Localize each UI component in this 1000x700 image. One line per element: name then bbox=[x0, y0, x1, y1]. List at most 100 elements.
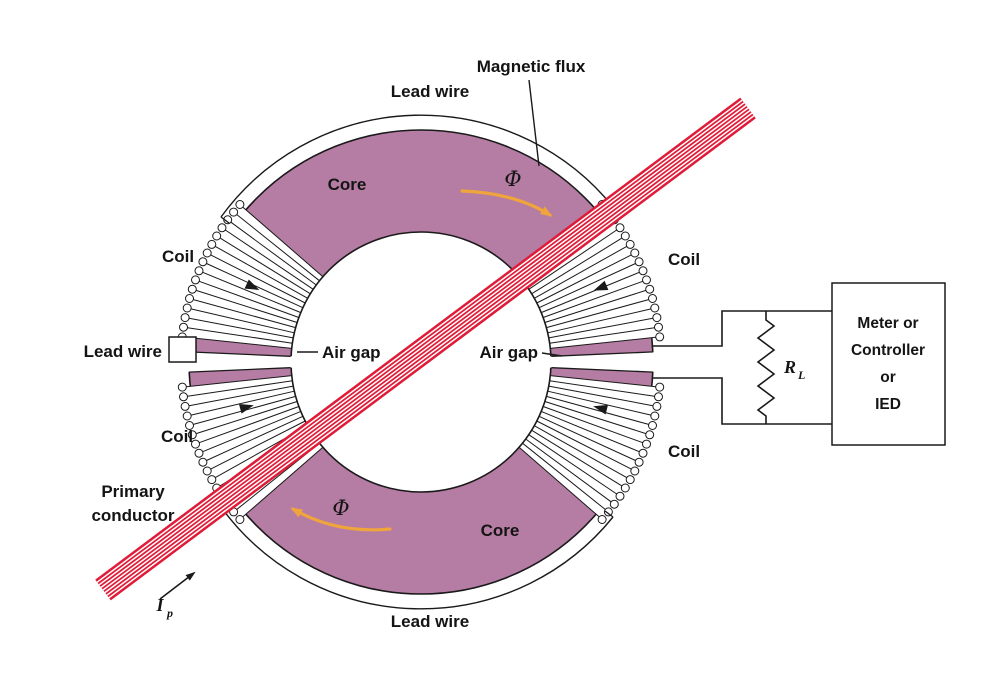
coil-turn-line bbox=[236, 214, 320, 282]
coil-turn-loop bbox=[179, 392, 188, 402]
coil-turn-line bbox=[538, 263, 636, 309]
coil-turn-loop bbox=[650, 411, 660, 421]
coil-turn-loop bbox=[194, 266, 204, 276]
coil-turn-line bbox=[210, 420, 306, 470]
winding-arrow-lower-right bbox=[593, 404, 609, 415]
conductor-stripe bbox=[104, 109, 751, 594]
lead-wire-arc-bottom bbox=[220, 506, 614, 610]
flux-symbol-top: Φ bbox=[504, 167, 521, 191]
coil-turn-line bbox=[525, 438, 612, 503]
coil-turn-line bbox=[215, 245, 308, 299]
label-coil-lower-left: Coil bbox=[161, 427, 193, 446]
coil-turn-line bbox=[189, 317, 294, 339]
coil-turn-loop bbox=[620, 483, 630, 493]
coil-turn-loop bbox=[638, 266, 648, 276]
coil-turn-loop bbox=[642, 439, 651, 449]
label-lead-wire-bottom: Lead wire bbox=[391, 612, 469, 631]
coil-turn-line bbox=[528, 434, 617, 495]
circuit-wire-top bbox=[652, 310, 832, 347]
core-ring bbox=[188, 129, 653, 595]
primary-current-subscript: p bbox=[166, 606, 173, 620]
coil-turn-line bbox=[531, 429, 623, 487]
coil-turn-loop bbox=[634, 457, 644, 467]
coil-turn-line bbox=[544, 289, 647, 323]
coil-turn-loop bbox=[634, 257, 644, 267]
coil-turn-line bbox=[546, 395, 649, 425]
coil-turn-line bbox=[528, 229, 617, 290]
primary-conductor bbox=[95, 97, 756, 601]
coil-windings bbox=[177, 200, 665, 524]
coil-turn-loop bbox=[648, 421, 657, 430]
coil-turn-line bbox=[546, 299, 649, 329]
circuit-wire-bottom bbox=[652, 377, 832, 425]
coil-turn-loop bbox=[655, 382, 665, 392]
coil-turn-loop bbox=[648, 294, 657, 303]
magnetic-flux-leader bbox=[528, 79, 540, 167]
coil-turn-loop bbox=[642, 275, 651, 285]
winding-arrow-upper-left bbox=[244, 279, 260, 290]
coil-turn-line bbox=[206, 415, 304, 461]
coil-turn-line bbox=[187, 327, 293, 344]
primary-current-arrow bbox=[159, 571, 196, 600]
coil-turn-line bbox=[186, 336, 292, 349]
coil-turn-line bbox=[534, 245, 627, 299]
coil-turn-loop bbox=[645, 430, 655, 440]
coil-turn-loop bbox=[185, 294, 194, 303]
label-primary-conductor-line1: Primary bbox=[101, 482, 165, 501]
conductor-stripe bbox=[98, 102, 745, 586]
conductor-stripe bbox=[102, 107, 749, 591]
coil-turn-line bbox=[518, 446, 600, 518]
flux-arrow-bottom bbox=[290, 507, 392, 532]
coil-turn-line bbox=[230, 221, 317, 286]
coil-turn-line bbox=[549, 380, 655, 397]
load-resistor-subscript: L bbox=[797, 368, 805, 382]
coil-turn-loop bbox=[652, 313, 662, 323]
coil-turn-line bbox=[544, 401, 647, 435]
coil-turn-line bbox=[531, 237, 623, 295]
label-core-bottom: Core bbox=[481, 521, 520, 540]
coil-turn-loop bbox=[650, 303, 660, 313]
coil-turn-loop bbox=[198, 257, 208, 267]
coil-turn-line bbox=[547, 308, 652, 334]
coil-turn-line bbox=[190, 308, 295, 334]
coil-turn-loop bbox=[212, 231, 222, 241]
label-lead-wire-left: Lead wire bbox=[84, 342, 162, 361]
lead-wire-tab bbox=[168, 336, 197, 363]
coil-turn-loop bbox=[229, 207, 239, 217]
conductor-stripe bbox=[100, 104, 747, 589]
coil-turn-loop bbox=[198, 457, 208, 467]
lead-wire-arc-top bbox=[220, 114, 614, 218]
coil-turn-loop bbox=[185, 421, 194, 430]
air-gap-edge bbox=[551, 367, 654, 373]
coil-turn-line bbox=[202, 410, 301, 453]
coil-turn-loop bbox=[620, 231, 630, 241]
coil-turn-loop bbox=[202, 466, 212, 476]
coil-turn-line bbox=[195, 401, 298, 435]
air-gap-slit bbox=[186, 351, 296, 373]
meter-box-text-line: Controller bbox=[851, 342, 925, 359]
conductor-stripe bbox=[96, 99, 743, 583]
flux-arrow-top bbox=[460, 189, 553, 217]
coil-turn-line bbox=[550, 375, 656, 388]
coil-turn-loop bbox=[645, 284, 655, 294]
label-core-top: Core bbox=[328, 175, 367, 194]
lead-wire-arc-bottom-tick-right bbox=[604, 510, 614, 518]
coil-turn-loop bbox=[191, 439, 200, 449]
coil-turn-line bbox=[199, 406, 299, 444]
coil-turn-loop bbox=[654, 322, 663, 332]
coil-turn-loop bbox=[191, 275, 200, 285]
air-gaps bbox=[186, 351, 656, 373]
load-resistor bbox=[756, 311, 776, 424]
label-coil-lower-right: Coil bbox=[668, 442, 700, 461]
coil-turn-loop bbox=[625, 475, 635, 485]
coil-turn-loop bbox=[235, 200, 245, 209]
coil-turn-line bbox=[543, 406, 643, 444]
coil-turn-line bbox=[522, 442, 606, 510]
coil-turn-line bbox=[548, 317, 653, 339]
meter-box-text-line: IED bbox=[875, 396, 901, 413]
primary-current-symbol: I bbox=[155, 595, 164, 615]
coil-turn-loop bbox=[180, 313, 190, 323]
label-coil-upper-left: Coil bbox=[162, 247, 194, 266]
coil-turn-line bbox=[225, 229, 314, 290]
